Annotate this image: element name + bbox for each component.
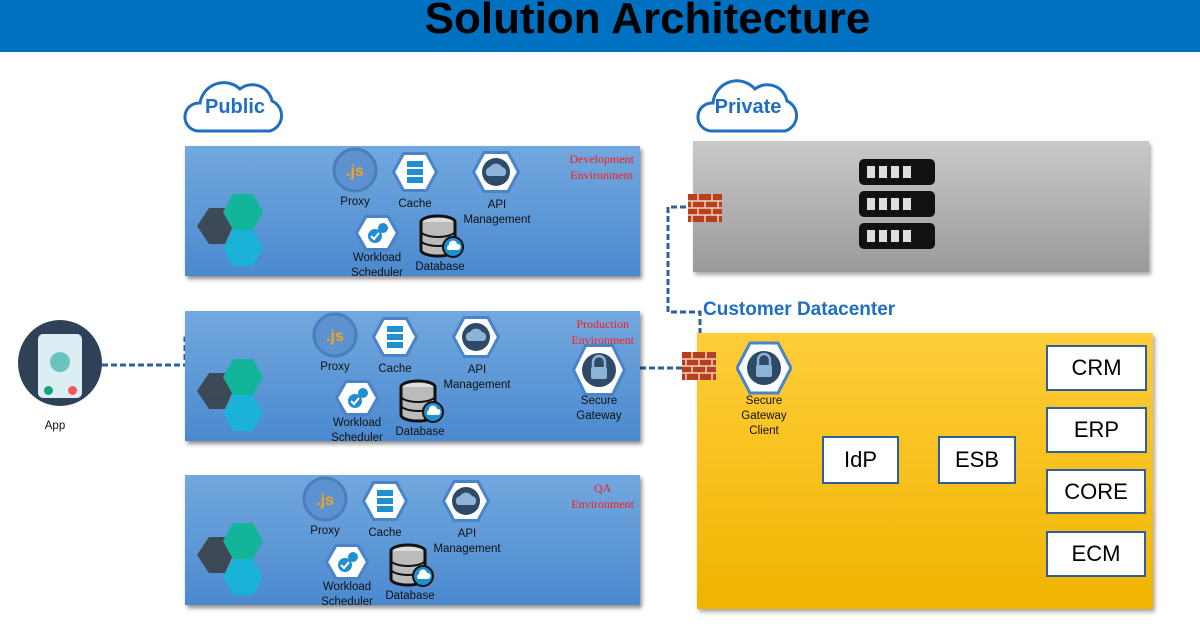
customer-datacenter-label: Customer Datacenter [703,299,896,320]
private-label: Private [714,96,782,118]
proxy-label: Proxy [320,361,350,373]
workload-scheduler-icon[interactable] [355,215,399,251]
cloud-icon [183,81,283,133]
api-management-icon[interactable] [472,151,520,193]
secure-gateway-icon[interactable] [572,344,626,396]
database-label: Database [395,426,445,438]
cloud-icon [696,79,798,133]
system-erp[interactable]: ERP [1046,407,1147,453]
system-ecm[interactable]: ECM [1046,531,1146,577]
app-label: App [44,420,66,432]
app-icon[interactable] [18,320,102,406]
api-management-icon[interactable] [442,480,490,522]
esb-box[interactable]: ESB [938,436,1016,484]
proxy-label: Proxy [340,196,370,208]
ibm-bluemix-logo [197,523,263,595]
page-title: Solution Architecture [424,0,871,43]
workload-scheduler-icon[interactable] [325,544,369,580]
cache-label: Cache [368,527,402,539]
database-icon[interactable] [398,379,444,425]
proxy-icon[interactable]: .js [312,312,358,358]
svg-text:.js: .js [326,328,344,345]
svg-text:.js: .js [316,492,334,509]
database-label: Database [385,590,435,602]
cache-icon[interactable] [392,152,438,192]
proxy-label: Proxy [310,525,340,537]
ibm-bluemix-logo [197,359,263,431]
secure-gateway-client-icon[interactable] [736,341,792,395]
header-bar [0,0,1200,52]
server-rack-icon [859,159,935,249]
proxy-icon[interactable]: .js [302,476,348,522]
ibm-bluemix-logo [197,194,263,266]
cache-label: Cache [398,198,432,210]
private-cloud: Private [693,77,803,135]
private-datacenter-box [693,141,1149,272]
svg-text:.js: .js [346,163,364,180]
firewall-icon [688,194,722,222]
database-label: Database [415,261,465,273]
system-core[interactable]: CORE [1046,469,1146,514]
cache-icon[interactable] [362,481,408,521]
workload-scheduler-icon[interactable] [335,380,379,416]
firewall-icon [682,352,716,380]
database-icon[interactable] [388,543,434,589]
idp-box[interactable]: IdP [822,436,899,484]
api-management-icon[interactable] [452,316,500,358]
firewall-to-private-link [666,205,702,352]
public-label: Public [204,96,265,118]
proxy-icon[interactable]: .js [332,147,378,193]
system-crm[interactable]: CRM [1046,345,1147,391]
public-cloud: Public [180,77,290,135]
database-icon[interactable] [418,214,464,260]
cache-icon[interactable] [372,317,418,357]
cache-label: Cache [378,363,412,375]
